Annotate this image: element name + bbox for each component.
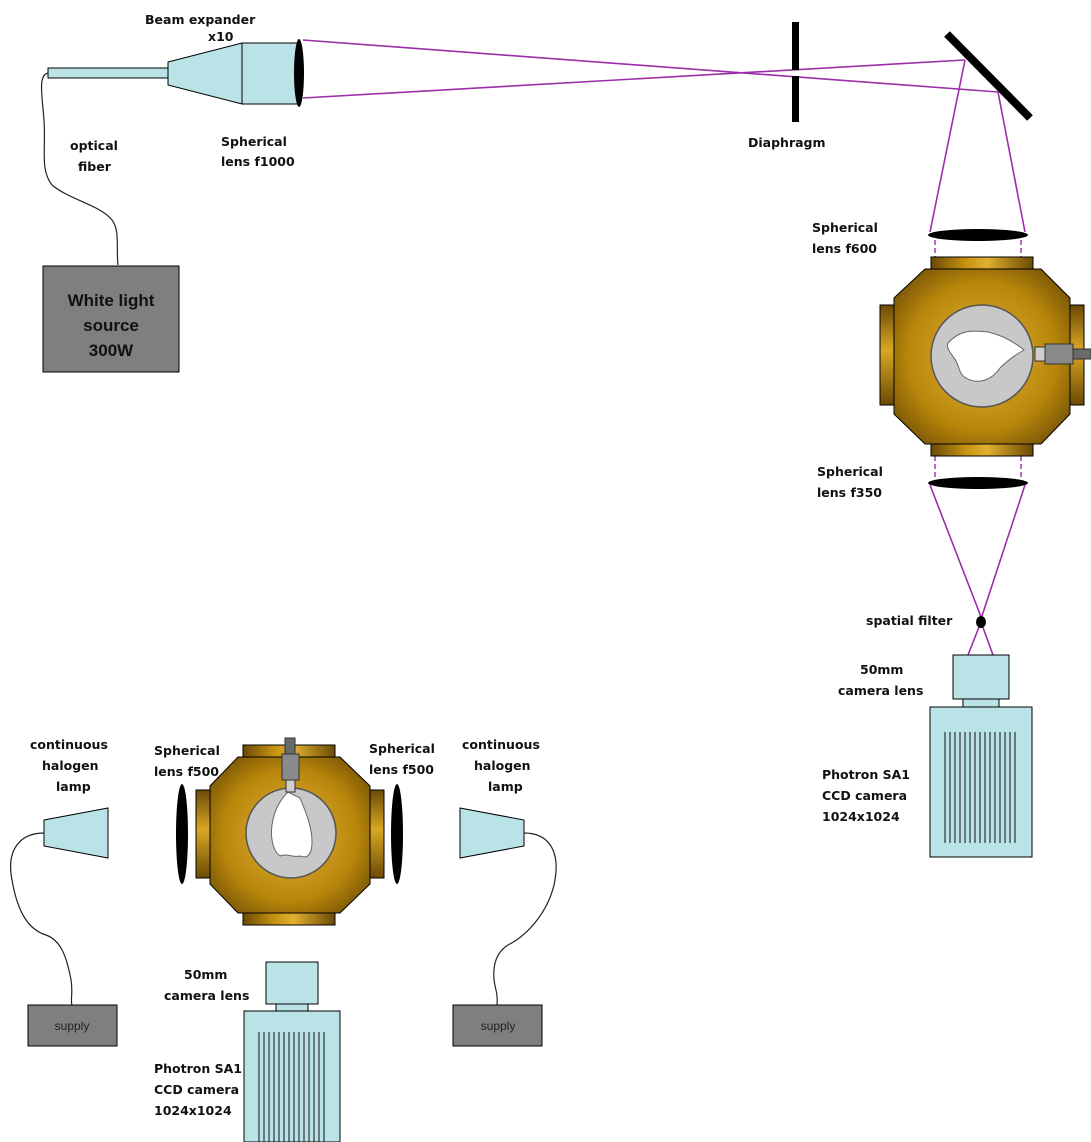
halogen-left-cable xyxy=(10,832,73,1006)
combustion-chamber-right xyxy=(879,256,1091,457)
halogen-right-label-2: halogen xyxy=(474,758,531,773)
mirror xyxy=(944,31,1033,121)
cam-lens-right-label-1: 50mm xyxy=(860,662,903,677)
halogen-lamp-right xyxy=(459,807,525,859)
camera-bottom-label-1: Photron SA1 xyxy=(154,1061,242,1076)
optical-fiber-end xyxy=(47,67,169,79)
supply-right-label: supply xyxy=(481,1019,516,1033)
halogen-right-cable xyxy=(493,832,557,1006)
beam-expander-label-2: x10 xyxy=(208,29,234,44)
spherical-f350-label-2: lens f350 xyxy=(817,485,882,500)
beam-expander xyxy=(167,42,299,105)
cam-lens-bottom-label-1: 50mm xyxy=(184,967,227,982)
camera-bottom-label-3: 1024x1024 xyxy=(154,1103,232,1118)
spherical-f600-label-2: lens f600 xyxy=(812,241,877,256)
optical-fiber-label-2: fiber xyxy=(78,159,112,174)
diaphragm-label: Diaphragm xyxy=(748,135,826,150)
spherical-f500-right-label-1: Spherical xyxy=(369,741,435,756)
combustion-chamber-bottom xyxy=(195,737,385,926)
spherical-f1000-label-2: lens f1000 xyxy=(221,154,295,169)
spherical-lens-f600 xyxy=(928,229,1028,241)
spherical-f500-left-label-1: Spherical xyxy=(154,743,220,758)
camera-lens-right xyxy=(952,654,1010,708)
flame-shape-right xyxy=(947,330,1025,382)
camera-right-label-1: Photron SA1 xyxy=(822,767,910,782)
camera-right-label-3: 1024x1024 xyxy=(822,809,900,824)
spherical-lens-f500-right xyxy=(391,784,403,884)
supply-left-label: supply xyxy=(55,1019,90,1033)
injector-bottom xyxy=(281,737,300,793)
spherical-f500-right-label-2: lens f500 xyxy=(369,762,434,777)
cam-lens-right-label-2: camera lens xyxy=(838,683,923,698)
white-light-label-3: 300W xyxy=(89,341,134,360)
halogen-right-label-3: lamp xyxy=(488,779,523,794)
beam-expander-label-1: Beam expander xyxy=(145,12,256,27)
spherical-lens-f350 xyxy=(928,477,1028,489)
spatial-filter xyxy=(976,616,986,628)
spherical-f350-label-1: Spherical xyxy=(817,464,883,479)
injector-right xyxy=(1034,343,1091,365)
spherical-f600-label-1: Spherical xyxy=(812,220,878,235)
photron-camera-right xyxy=(929,706,1033,858)
halogen-left-label-3: lamp xyxy=(56,779,91,794)
supply-box-left: supply xyxy=(27,1004,118,1047)
optical-fiber-label-1: optical xyxy=(70,138,118,153)
camera-bottom-label-2: CCD camera xyxy=(154,1082,239,1097)
camera-lens-bottom xyxy=(265,961,319,1013)
halogen-lamp-left xyxy=(43,807,109,859)
spherical-lens-f1000 xyxy=(294,39,304,107)
white-light-label-2: source xyxy=(83,316,139,335)
light-beam-path xyxy=(302,39,1026,656)
spherical-lens-f500-left xyxy=(176,784,188,884)
supply-box-right: supply xyxy=(452,1004,543,1047)
camera-right-label-2: CCD camera xyxy=(822,788,907,803)
diaphragm xyxy=(792,22,799,122)
photron-camera-bottom xyxy=(243,1010,341,1142)
white-light-label-1: White light xyxy=(68,291,155,310)
flame-shape-bottom xyxy=(271,791,313,858)
spherical-f1000-label-1: Spherical xyxy=(221,134,287,149)
spherical-f500-left-label-2: lens f500 xyxy=(154,764,219,779)
halogen-left-label-1: continuous xyxy=(30,737,108,752)
cam-lens-bottom-label-2: camera lens xyxy=(164,988,249,1003)
halogen-left-label-2: halogen xyxy=(42,758,99,773)
optical-fiber-cable xyxy=(40,72,119,266)
halogen-right-label-1: continuous xyxy=(462,737,540,752)
spatial-filter-label: spatial filter xyxy=(866,613,953,628)
white-light-source-box: White light source 300W xyxy=(42,265,180,373)
